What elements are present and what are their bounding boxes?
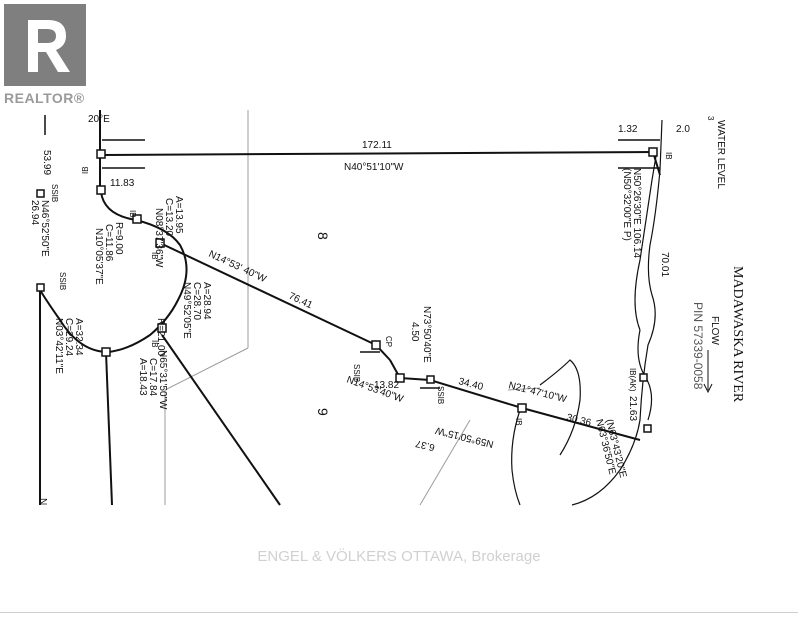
label-dist-6-37: 6.37	[414, 437, 436, 452]
label-ib-2: IB	[150, 252, 159, 260]
label-top-3: 3	[706, 116, 715, 121]
label-n49: N49°52'05"E	[181, 282, 192, 339]
lot-line-n14	[159, 242, 377, 346]
label-ssib-4: SSIB	[436, 386, 445, 404]
label-ib-1: IB	[81, 166, 90, 174]
label-n10: N10°05'37"E	[93, 228, 104, 285]
bottom-divider	[0, 612, 798, 613]
label-a-32-34: A=32.34	[73, 318, 84, 356]
realtor-logo[interactable]	[4, 4, 86, 86]
label-ib-5: IB	[664, 152, 673, 160]
label-c-28-70: C=28.70	[191, 282, 202, 321]
label-ib-ak: IB(AK)	[628, 368, 637, 392]
label-r-9: R=9.00	[113, 222, 124, 255]
label-n65: N65°31'50"W	[157, 350, 168, 410]
label-pin: PIN 57339-0058	[691, 302, 705, 390]
label-ssib-1: SSIB	[50, 184, 59, 202]
label-c-17-84: C=17.84	[147, 358, 158, 397]
label-n21: N21°47'10"W	[507, 380, 568, 405]
tick-marks	[44, 115, 660, 389]
north-boundary	[101, 151, 654, 156]
label-n40: N40°51'10"W	[344, 162, 404, 173]
label-c-11-86: C=11.86	[103, 224, 114, 262]
label-n50: N50°26'30"E 106.14	[631, 168, 642, 259]
label-a-28-94: A=28.94	[201, 282, 212, 320]
label-dist-2-0: 2.0	[676, 124, 690, 135]
label-lot-8: 8	[315, 232, 331, 240]
flow-arrow	[703, 350, 713, 394]
label-ib-4: IB	[514, 418, 523, 426]
label-dist-172-11: 172.11	[362, 140, 392, 151]
label-river: MADAWASKA RIVER	[730, 266, 745, 403]
label-dist-1-32: 1.32	[618, 124, 638, 135]
label-dist-4-50: 4.50	[409, 322, 420, 342]
label-a-13-95: A=13.95	[173, 196, 184, 234]
label-dist-11-83: 11.83	[110, 178, 135, 189]
label-n08: N08°37'36"W	[153, 208, 164, 268]
survey-markers	[36, 147, 658, 433]
label-n50-p: (N50°32'00"E P)	[621, 168, 632, 241]
label-c-29-24: C=29.24	[63, 318, 74, 357]
brokerage-watermark: ENGEL & VÖLKERS OTTAWA, Brokerage	[257, 548, 541, 565]
label-n59: N59°50'15"W	[434, 424, 495, 449]
label-c-13-20: C=13.20	[163, 198, 174, 237]
lot-line-9b	[161, 334, 281, 506]
realtor-r-glyph	[28, 20, 70, 72]
label-top-bearing: 20°E	[88, 114, 110, 125]
label-ib-curve: IB	[128, 210, 137, 218]
label-dist-53-99: 53.99	[41, 150, 52, 175]
label-bottom-n: N	[37, 498, 48, 505]
survey-labels: 20°E 53.99 IB 11.83 SSIB N46°52'50"E 26.…	[29, 114, 745, 505]
label-ib-3: IB	[150, 340, 159, 348]
label-cp: CP	[384, 336, 393, 347]
label-lot-9: 9	[315, 408, 331, 416]
label-a-18-43: A=18.43	[137, 358, 148, 396]
label-n73: N73°50'40"E	[421, 306, 432, 363]
label-flow: FLOW	[709, 316, 720, 345]
label-dist-13-82: 13.82	[374, 380, 399, 391]
lot-line-n21	[429, 379, 523, 409]
label-dist-30-36: 30.36	[565, 412, 592, 429]
label-n46-dist: 26.94	[29, 200, 40, 225]
label-water-level: WATER LEVEL	[715, 120, 726, 189]
label-ssib-3: SSIB	[352, 364, 361, 382]
label-n46-line: N46°52'50"E	[39, 200, 50, 257]
background-lot-lines	[164, 110, 541, 506]
label-r-21: R=21.00	[155, 318, 166, 357]
label-ssib-2: SSIB	[58, 272, 67, 290]
registered-mark: ®	[73, 90, 85, 106]
lot-line-9a	[105, 351, 113, 506]
label-dist-21-63: 21.63	[627, 396, 638, 421]
label-dist-70-01: 70.01	[659, 252, 670, 277]
label-n03: N03°42'11"E	[53, 318, 64, 374]
realtor-wordmark: REALTOR®	[4, 90, 85, 106]
